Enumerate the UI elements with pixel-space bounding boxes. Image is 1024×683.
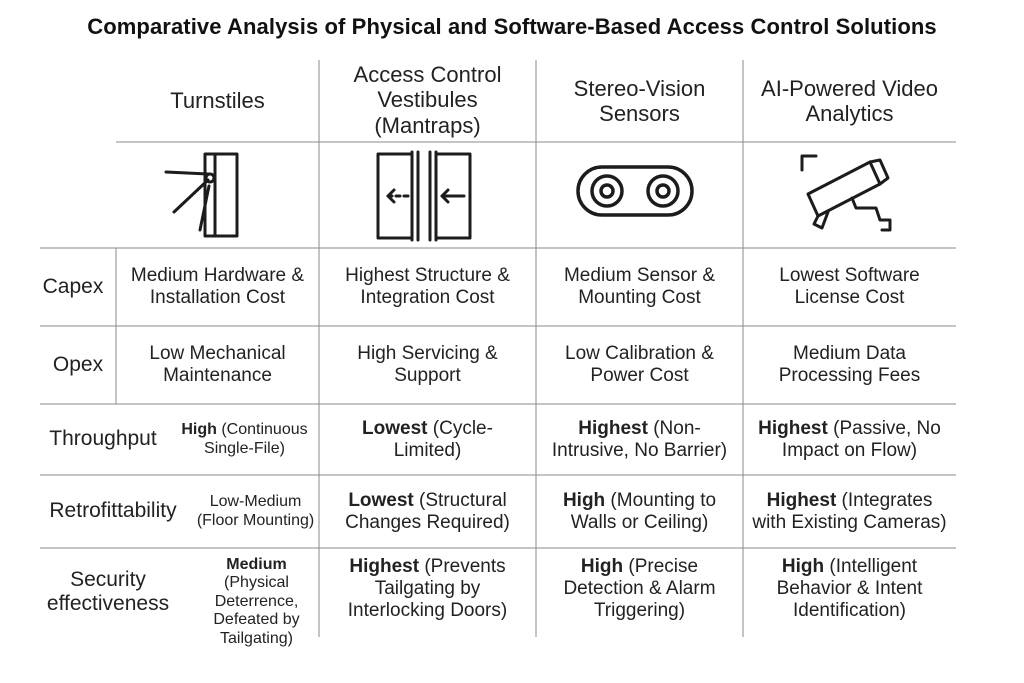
row-label-throughput: Throughput [49, 427, 157, 451]
cell-text: Low-Medium (Floor Mounting) [196, 493, 315, 529]
cell-text: Highest (Non-Intrusive, No Barrier) [542, 418, 737, 462]
security-camera-icon [796, 150, 900, 238]
column-header-label: Stereo-Vision Sensors [573, 75, 706, 126]
table-cell: Lowest (Cycle-Limited) [319, 404, 536, 475]
cell-rating: High [580, 556, 624, 577]
cell-text: Lowest (Structural Changes Required) [333, 490, 523, 534]
cell-detail: (Non-Intrusive, No Barrier) [551, 417, 728, 461]
cell-text: High (Intelligent Behavior & Intent Iden… [765, 556, 935, 622]
table-cell: Medium Sensor & Mounting Cost [536, 248, 743, 326]
row-label-opex: Opex [52, 352, 104, 376]
table-cell: Low-Medium (Floor Mounting) [192, 475, 319, 548]
cell-detail: (Prevents Tailgating by Interlocking Doo… [347, 556, 508, 621]
row-label-text: Security effectiveness [46, 567, 170, 615]
row-label-capex: Capex [42, 274, 104, 298]
row-label-security-effectiveness: Security effectiveness [34, 552, 182, 632]
cell-detail: (Structural Changes Required) [345, 489, 510, 533]
cell-rating: High [781, 556, 825, 577]
cell-text: Low Calibration & Power Cost [565, 343, 714, 386]
cell-detail: (Continuous Single-File) [204, 421, 308, 457]
cell-detail: (Mounting to Walls or Ceiling) [570, 489, 717, 533]
table-cell: Highest (Non-Intrusive, No Barrier) [536, 404, 743, 475]
column-header-stereo-vision: Stereo-Vision Sensors [536, 62, 743, 140]
table-cell: Lowest Software License Cost [743, 248, 956, 326]
cell-detail: (Physical Deterrence, Defeated by Tailga… [213, 574, 300, 647]
cell-text: Highest (Prevents Tailgating by Interloc… [335, 556, 520, 622]
cell-text: Lowest (Cycle-Limited) [353, 418, 503, 462]
table-cell: Low Calibration & Power Cost [536, 326, 743, 404]
cell-detail: (Precise Detection & Alarm Triggering) [563, 556, 716, 621]
table-cell: Highest (Prevents Tailgating by Interloc… [319, 556, 536, 636]
table-cell: High (Intelligent Behavior & Intent Iden… [743, 556, 956, 636]
table-cell: Medium Hardware & Installation Cost [116, 248, 319, 326]
column-header-ai-video: AI-Powered Video Analytics [743, 62, 956, 140]
cell-text: Highest (Passive, No Impact on Flow) [755, 418, 945, 462]
cell-rating: Medium [226, 556, 287, 573]
column-header-label: Access Control Vestibules (Mantraps) [353, 62, 502, 138]
table-cell: Medium Data Processing Fees [743, 326, 956, 404]
cell-text: High (Precise Detection & Alarm Triggeri… [555, 556, 725, 622]
cell-rating: Highest [349, 556, 420, 577]
table-cell: Highest (Integrates with Existing Camera… [743, 475, 956, 548]
mantrap-vestibule-icon [372, 150, 478, 242]
cell-text: Low Mechanical Maintenance [149, 343, 286, 386]
cell-detail: (Integrates with Existing Cameras) [752, 489, 947, 533]
cell-text: High (Mounting to Walls or Ceiling) [550, 490, 730, 534]
column-header-label: AI-Powered Video Analytics [761, 75, 938, 126]
table-cell: Highest Structure & Integration Cost [319, 248, 536, 326]
cell-detail: (Cycle-Limited) [393, 417, 493, 461]
table-cell: Medium (Physical Deterrence, Defeated by… [194, 556, 319, 666]
cell-rating: High [562, 489, 606, 511]
cell-text: Lowest Software License Cost [779, 265, 920, 308]
table-cell: High (Mounting to Walls or Ceiling) [536, 475, 743, 548]
cell-rating: High [181, 421, 217, 439]
cell-text: High (Continuous Single-File) [172, 421, 318, 458]
table-cell: High Servicing & Support [319, 326, 536, 404]
cell-rating: Lowest [348, 489, 414, 511]
table-cell: High (Continuous Single-File) [170, 404, 319, 475]
cell-detail: (Passive, No Impact on Flow) [781, 417, 941, 461]
cell-text: High Servicing & Support [357, 343, 498, 386]
cell-text: Medium (Physical Deterrence, Defeated by… [198, 556, 316, 648]
cell-text: Medium Sensor & Mounting Cost [563, 265, 715, 308]
table-cell: Lowest (Structural Changes Required) [319, 475, 536, 548]
turnstile-icon [160, 150, 245, 240]
cell-rating: Highest [766, 489, 837, 511]
cell-rating: Highest [578, 417, 648, 439]
stereo-vision-sensor-icon [574, 163, 696, 219]
cell-detail: (Intelligent Behavior & Intent Identific… [776, 556, 923, 621]
cell-text: Medium Data Processing Fees [778, 343, 921, 386]
cell-text: Highest Structure & Integration Cost [345, 265, 510, 308]
row-label-retrofittability: Retrofittability [49, 499, 177, 523]
cell-rating: Highest [758, 417, 828, 439]
table-cell: Low Mechanical Maintenance [116, 326, 319, 404]
cell-text: Medium Hardware & Installation Cost [130, 265, 305, 308]
table-cell: Highest (Passive, No Impact on Flow) [743, 404, 956, 475]
page-title: Comparative Analysis of Physical and Sof… [87, 14, 937, 39]
cell-text: Highest (Integrates with Existing Camera… [750, 490, 950, 534]
cell-rating: Lowest [362, 417, 428, 439]
column-header-turnstiles: Turnstiles [170, 88, 265, 114]
column-header-mantraps: Access Control Vestibules (Mantraps) [319, 60, 536, 140]
table-cell: High (Precise Detection & Alarm Triggeri… [536, 556, 743, 636]
